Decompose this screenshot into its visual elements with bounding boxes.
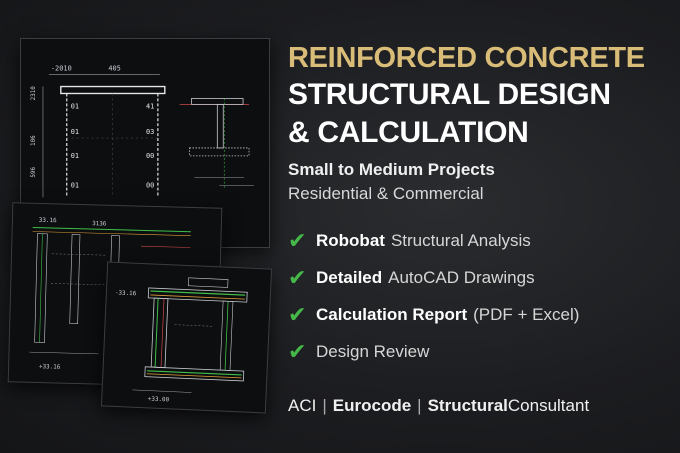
subtitle-line-2: Residential & Commercial	[288, 184, 484, 203]
feature-strong: Calculation Report	[316, 304, 468, 324]
level-label: 3136	[92, 220, 107, 227]
level-label: 33.16	[39, 217, 57, 224]
feature-item: ✔ Detailed AutoCAD Drawings	[288, 259, 673, 296]
checkmark-icon: ✔	[288, 264, 307, 290]
level-label: +33.16	[39, 363, 61, 371]
column-label: 00	[146, 152, 154, 160]
dim-label: 596	[30, 167, 37, 178]
title-line-3: & CALCULATION	[288, 116, 529, 149]
headline-panel: REINFORCED CONCRETE STRUCTURAL DESIGN & …	[288, 40, 673, 370]
dim-label: 106	[30, 135, 37, 146]
feature-normal: (PDF + Excel)	[473, 304, 580, 324]
separator: |	[322, 396, 327, 415]
column-label: 01	[71, 102, 79, 110]
column-label: 00	[146, 182, 154, 190]
dim-label: 405	[108, 65, 121, 73]
column-label: 01	[71, 182, 79, 190]
dim-label: 2310	[30, 86, 37, 101]
level-label: +33.00	[148, 396, 170, 403]
column-label: 01	[71, 152, 79, 160]
feature-list: ✔ Robobat Structural Analysis ✔ Detailed…	[288, 222, 673, 370]
standards-footer: ACI | Eurocode | Structural Consultant	[288, 396, 589, 416]
consultant-label: Consultant	[507, 396, 590, 415]
rebar-detail-svg: -33.16 +33.00	[115, 277, 248, 403]
standard-eurocode: Eurocode	[332, 396, 412, 415]
cad-drawing-rebar-detail: -33.16 +33.00	[100, 261, 273, 414]
checkmark-icon: ✔	[288, 301, 307, 327]
feature-normal: Structural Analysis	[390, 230, 531, 250]
feature-normal: AutoCAD Drawings	[388, 267, 535, 287]
feature-item: ✔ Design Review	[288, 333, 673, 370]
level-label: -33.16	[115, 290, 137, 297]
feature-item: ✔ Robobat Structural Analysis	[288, 222, 673, 259]
title-line-2: STRUCTURAL DESIGN	[288, 78, 611, 111]
standard-aci: ACI	[288, 396, 317, 415]
dim-label: -2010	[51, 65, 72, 73]
feature-strong: Robobat	[316, 230, 385, 250]
feature-normal: Design Review	[316, 341, 430, 361]
separator: |	[417, 396, 422, 415]
column-label: 03	[146, 128, 154, 136]
column-label: 01	[71, 128, 79, 136]
checkmark-icon: ✔	[288, 227, 307, 253]
feature-item: ✔ Calculation Report (PDF + Excel)	[288, 296, 673, 333]
feature-strong: Detailed	[316, 267, 383, 287]
subtitle-line-1: Small to Medium Projects	[288, 160, 495, 179]
frame-elevation-svg: -2010 405 2310 106 596 01 01 01 01 41 03…	[30, 65, 254, 198]
checkmark-icon: ✔	[288, 338, 307, 364]
structural-label: Structural	[427, 396, 508, 415]
title-line-1: REINFORCED CONCRETE	[288, 42, 645, 74]
column-label: 41	[146, 102, 154, 110]
